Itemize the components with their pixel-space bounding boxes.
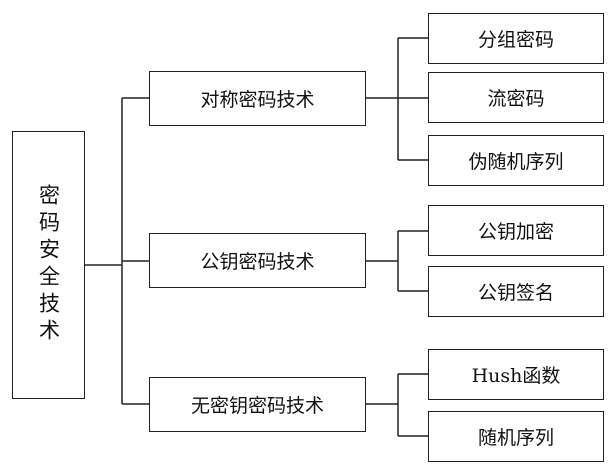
branch-node-keyless: 无密钥密码技术 [149,377,366,432]
leaf-label: 流密码 [487,88,545,110]
root-node: 密码安全技术 [12,131,85,399]
branch-label: 对称密码技术 [200,89,315,111]
leaf-node-hash-function: Hush函数 [428,349,604,400]
leaf-label: Hush函数 [471,365,561,387]
leaf-node-random-sequence: 随机序列 [428,411,604,462]
root-label: 密码安全技术 [36,184,61,346]
leaf-node-block-cipher: 分组密码 [428,13,604,64]
leaf-label: 分组密码 [477,29,554,51]
leaf-label: 公钥签名 [477,282,554,304]
leaf-label: 公钥加密 [477,221,554,243]
leaf-node-public-key-signature: 公钥签名 [428,266,604,317]
branch-label: 公钥密码技术 [200,251,315,273]
leaf-node-pseudorandom-sequence: 伪随机序列 [428,135,604,186]
leaf-node-public-key-encryption: 公钥加密 [428,205,604,256]
branch-label: 无密钥密码技术 [190,395,324,417]
leaf-label: 伪随机序列 [468,151,564,173]
leaf-label: 随机序列 [477,427,554,449]
branch-node-public-key: 公钥密码技术 [149,233,366,288]
leaf-node-stream-cipher: 流密码 [428,72,604,123]
branch-node-symmetric: 对称密码技术 [149,71,366,126]
